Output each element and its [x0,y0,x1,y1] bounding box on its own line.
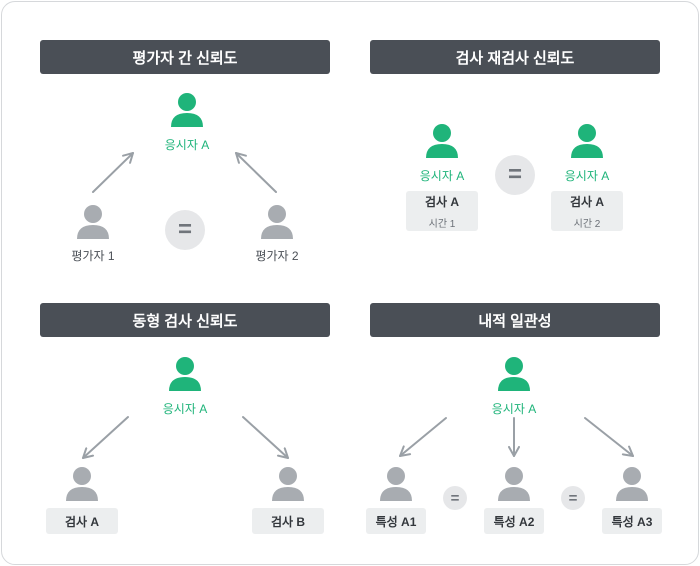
trait-a3-label: 특성 A3 [611,514,653,529]
test-box-time2: 검사 A 시간 2 [551,191,623,231]
panel-title-internal-consistency: 내적 일관성 [370,303,660,337]
person-icon [571,124,603,158]
examinee-label-left: 응시자 A [419,169,465,183]
trait-box-a2: 특성 A2 [484,508,544,534]
time-label: 시간 2 [573,218,601,230]
trait-box-a1: 특성 A1 [366,508,426,534]
person-icon [498,357,530,391]
test-title: 검사 A [424,194,460,209]
test-box-b: 검사 B [252,508,324,534]
person-icon [272,467,304,501]
equals-icon: = [561,486,585,510]
panel-title-parallel-forms: 동형 검사 신뢰도 [40,303,330,337]
trait-a1-label: 특성 A1 [375,514,417,529]
equals-icon: = [165,210,205,250]
person-icon [169,357,201,391]
person-icon [426,124,458,158]
panel-title-test-retest: 검사 재검사 신뢰도 [370,40,660,74]
equals-icon: = [495,155,535,195]
examinee-label: 응시자 A [164,138,210,152]
arrow-rater2-to-examinee [235,152,277,193]
arrow-examinee-to-trait1 [399,417,447,457]
person-icon [498,467,530,501]
person-icon [77,205,109,239]
time-label: 시간 1 [428,218,456,230]
person-icon [380,467,412,501]
panel-title-inter-rater: 평가자 간 신뢰도 [40,40,330,74]
test-box-a: 검사 A [46,508,118,534]
test-title: 검사 A [569,194,605,209]
examinee-label: 응시자 A [491,402,537,416]
trait-a2-label: 특성 A2 [493,514,535,529]
arrow-examinee-to-test-a [82,416,129,459]
person-icon [616,467,648,501]
rater2-label: 평가자 2 [255,249,299,263]
person-icon [261,205,293,239]
trait-box-a3: 특성 A3 [602,508,662,534]
test-box-time1: 검사 A 시간 1 [406,191,478,231]
test-b-label: 검사 B [270,514,306,529]
arrow-examinee-to-test-b [242,416,289,459]
arrow-examinee-to-trait3 [584,417,634,457]
person-icon [171,93,203,127]
person-icon [66,467,98,501]
examinee-label-right: 응시자 A [564,169,610,183]
test-a-label: 검사 A [64,514,100,529]
examinee-label: 응시자 A [162,402,208,416]
arrow-rater1-to-examinee [92,152,134,193]
rater1-label: 평가자 1 [71,249,115,263]
equals-icon: = [443,486,467,510]
